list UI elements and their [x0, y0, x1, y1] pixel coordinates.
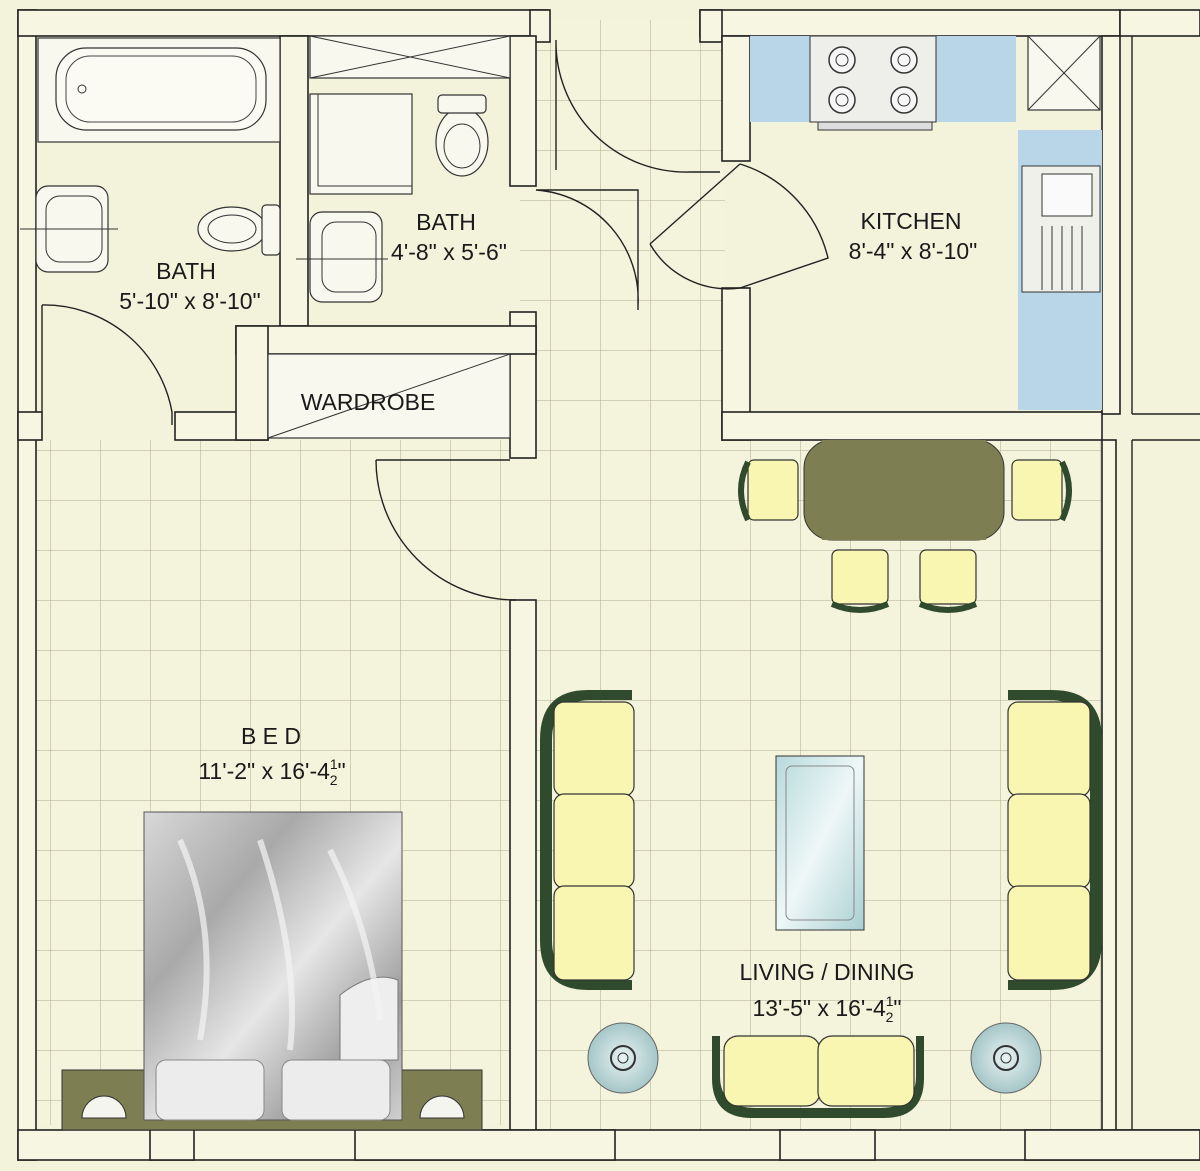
coffee-table: [775, 755, 865, 931]
sink-icon: [1021, 165, 1101, 293]
shower-area: [309, 35, 511, 195]
bed-name: B E D: [241, 723, 301, 749]
sofa-left: [540, 690, 635, 990]
tiled-floor: [36, 20, 1102, 1130]
bathtub: [37, 37, 281, 143]
bath2-name: BATH: [416, 209, 476, 235]
toilet-icon: [197, 204, 281, 256]
bath1-size: 5'-10" x 8'-10": [119, 288, 260, 314]
toilet-icon: [435, 94, 489, 177]
wardrobe-name: WARDROBE: [301, 389, 436, 415]
living-name: LIVING / DINING: [739, 959, 914, 985]
kitchen-name: KITCHEN: [861, 208, 962, 234]
kitchen-size: 8'-4" x 8'-10": [849, 238, 978, 264]
stove-burner-icon: [828, 46, 918, 114]
door-swings: [41, 39, 829, 601]
washbasin-icon: [296, 211, 388, 303]
bath2-size: 4'-8" x 5'-6": [391, 239, 507, 265]
bath1-name: BATH: [156, 258, 216, 284]
wardrobe-unit: [267, 353, 511, 439]
washbasin-icon: [20, 185, 118, 273]
dining-chair: [738, 459, 1072, 613]
bed: [61, 811, 483, 1131]
sofa-right: [1007, 690, 1102, 990]
lamp-icon: [587, 1022, 1042, 1094]
fridge-box: [1027, 35, 1101, 111]
dining-table: [803, 439, 1005, 541]
walls: [17, 9, 1200, 1161]
sofa-bottom: [712, 1035, 924, 1118]
